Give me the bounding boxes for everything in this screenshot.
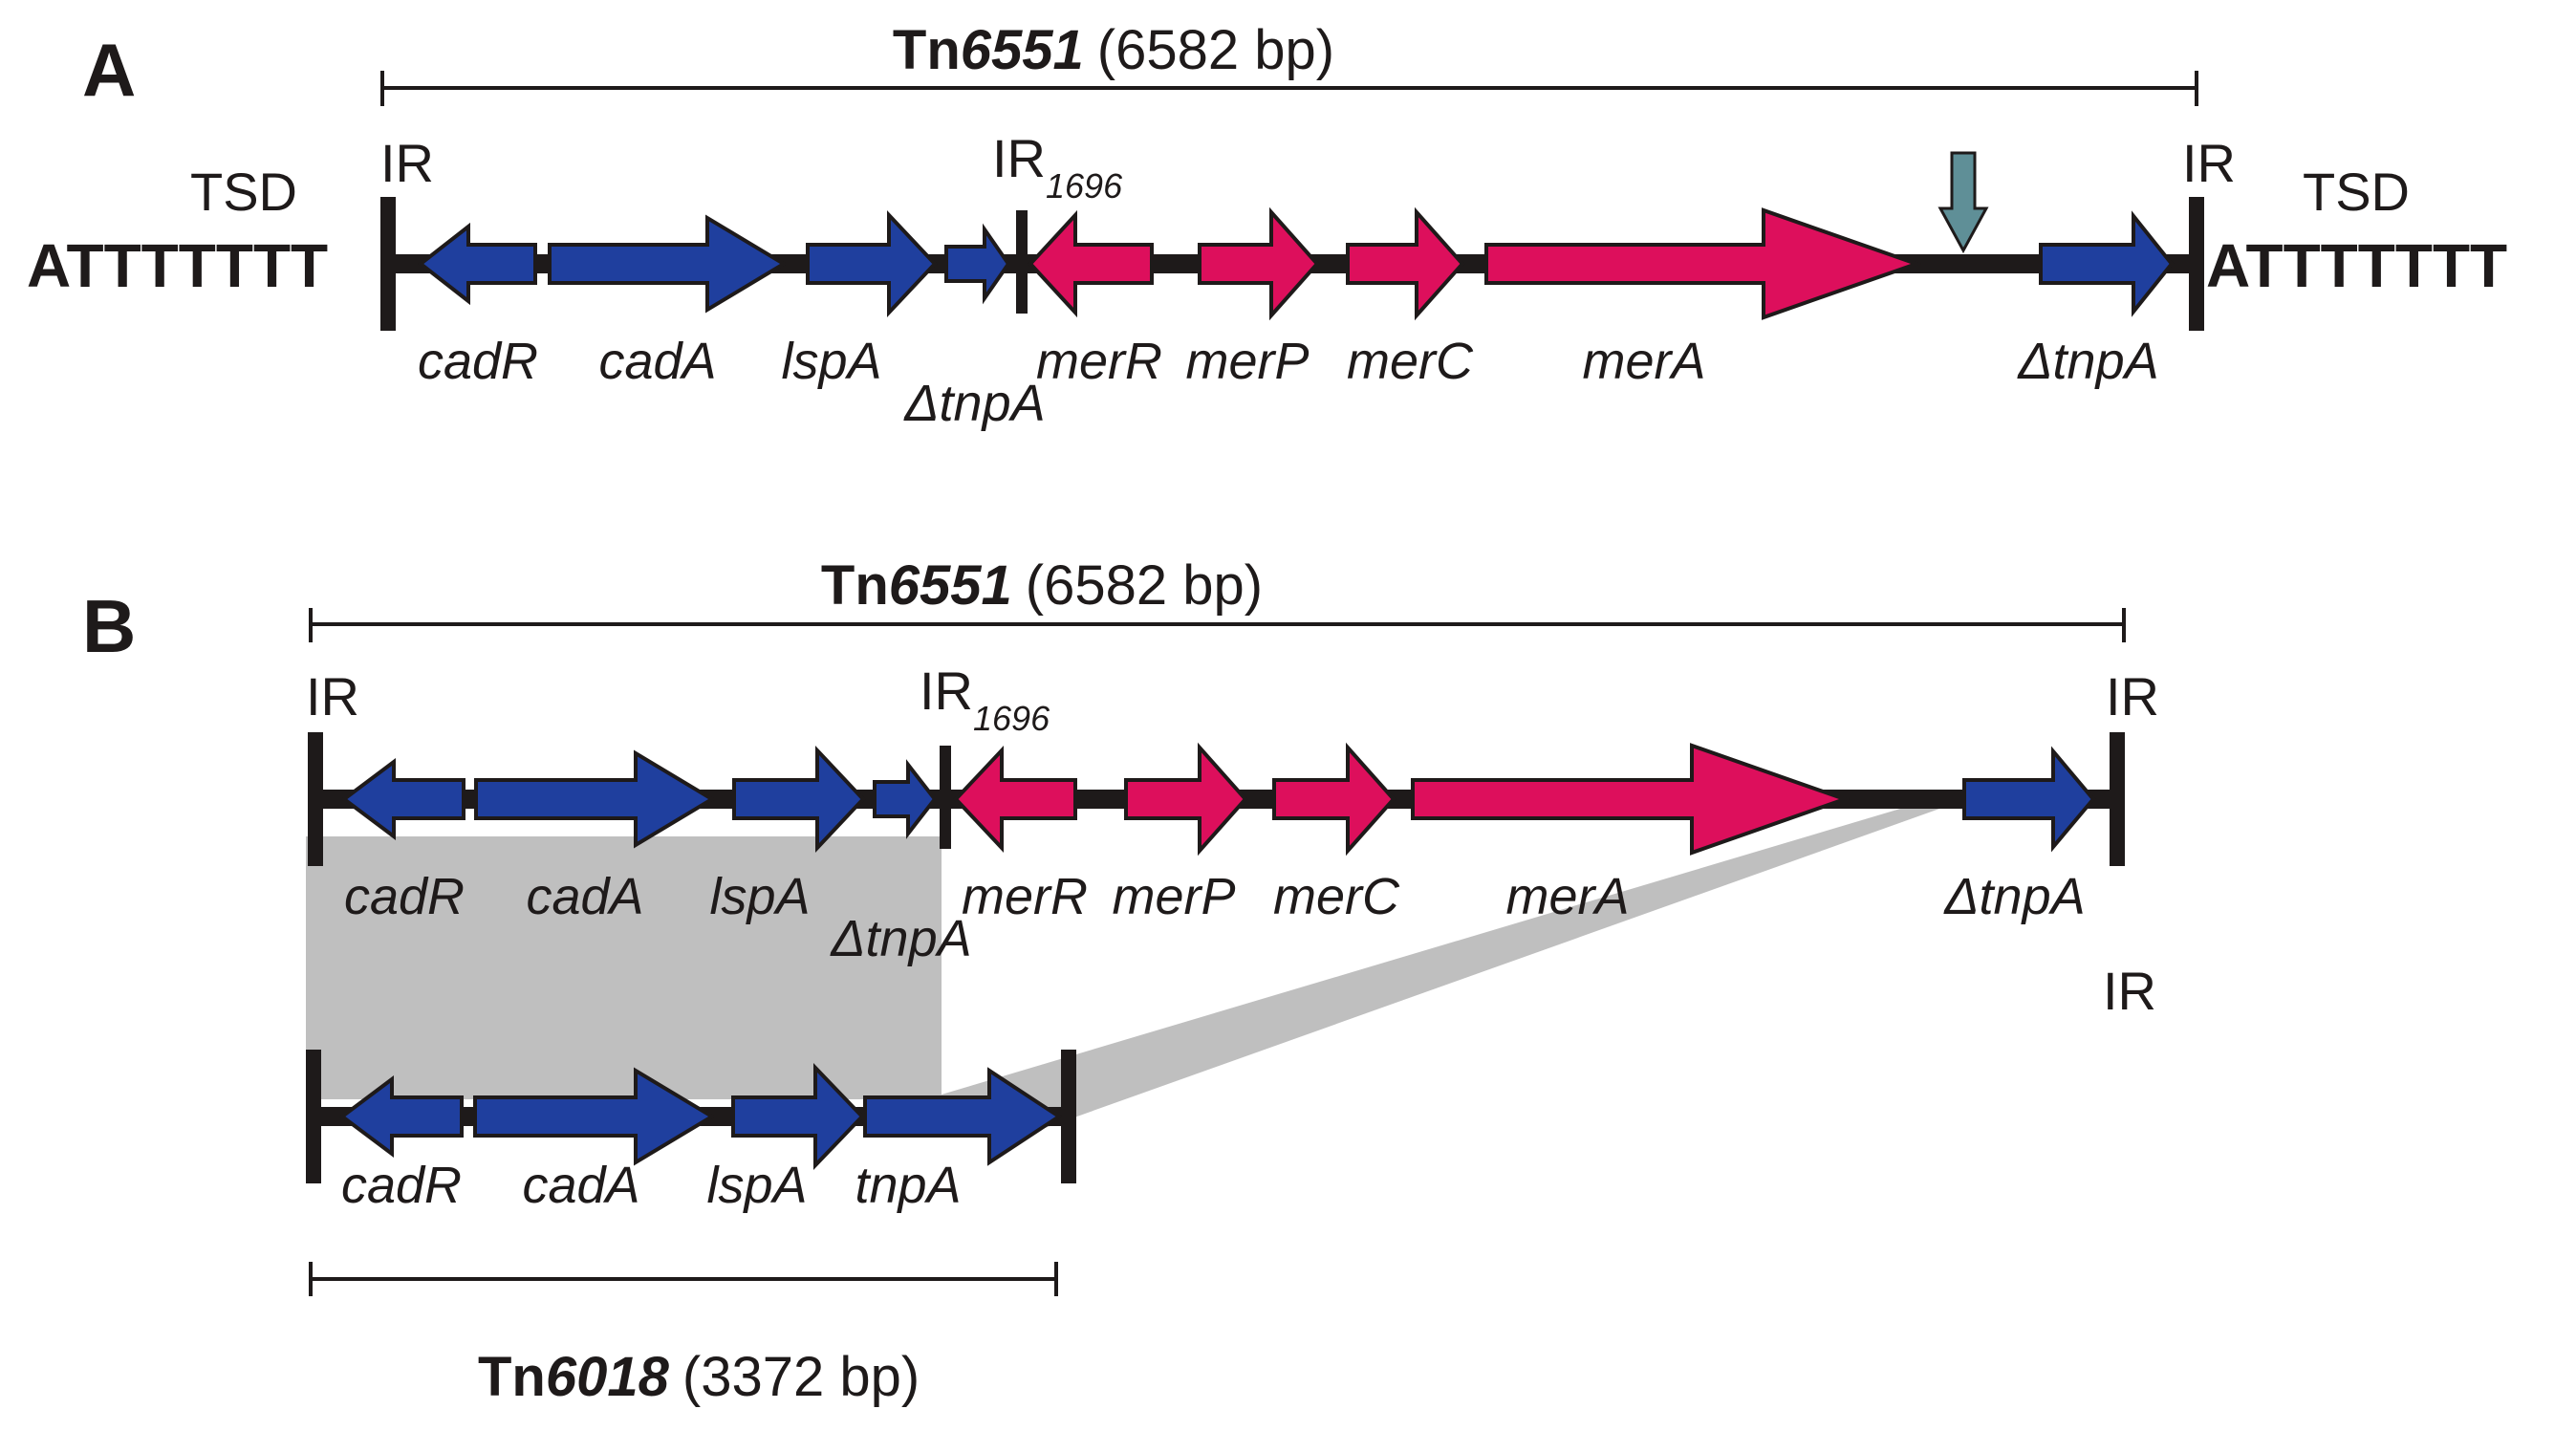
panel-a-label-merA: merA xyxy=(1582,333,1705,390)
panel-b-bottom-ir-bar-left xyxy=(306,1050,321,1183)
panel-a-gene-dtnpA-2 xyxy=(2039,210,2175,317)
panel-a-gene-merP xyxy=(1198,206,1320,321)
panel-a-gene-arrows xyxy=(417,206,2175,321)
panel-a-label-cadA: cadA xyxy=(598,333,716,390)
panel-a-length-bar xyxy=(380,71,2198,106)
panel-a-letter: A xyxy=(82,28,136,112)
panel-b-letter: B xyxy=(82,584,136,668)
panel-b-length-bar xyxy=(309,608,2126,642)
panel-b-bottom-gene-arrows xyxy=(338,1063,1063,1170)
panel-b-title: Tn6551(6582 bp) xyxy=(821,554,1263,617)
panel-a-gene-cadA xyxy=(548,214,788,314)
panel-b-top-label-merP: merP xyxy=(1112,868,1235,925)
panel-b-bottom-gene-cadA xyxy=(473,1067,716,1166)
panel-b-top-gene-merA xyxy=(1411,743,1851,856)
panel-b-top-gene-merP xyxy=(1124,742,1248,856)
homology-shade-right xyxy=(942,798,1969,1138)
panel-a-label-dtnpA-2: ΔtnpA xyxy=(2016,333,2158,390)
homology-shade-left xyxy=(306,836,942,1099)
panel-b-ir-mid: IR1696 xyxy=(920,661,1050,738)
panel-b-ir-lower-right: IR xyxy=(2103,961,2156,1021)
panel-b-top-label-merC: merC xyxy=(1273,868,1400,925)
panel-a-tsd-left-label: TSD xyxy=(190,162,297,222)
panel-b-top-gene-lspA xyxy=(732,745,866,854)
panel-b-bottom-length-bar xyxy=(309,1262,1058,1296)
panel-b: B Tn6551(6582 bp) IR IR1696 IR IR xyxy=(82,554,2159,1408)
panel-b-top-gene-merR xyxy=(953,745,1077,854)
panel-b-bottom-label-lspA: lspA xyxy=(706,1157,807,1214)
panel-b-top-ir-bar-right xyxy=(2110,732,2125,866)
panel-b-top-gene-cadA xyxy=(474,749,716,849)
panel-a-ir-right: IR xyxy=(2182,133,2236,193)
panel-b-top-gene-arrows xyxy=(340,742,2096,856)
panel-a-ir-bar-left xyxy=(380,197,396,331)
panel-b-top-label-dtnpA-1: ΔtnpA xyxy=(829,910,971,967)
panel-a-label-lspA: lspA xyxy=(781,333,881,390)
panel-a-label-merP: merP xyxy=(1185,333,1309,390)
panel-a-gene-merA xyxy=(1484,207,1923,320)
panel-b-bottom-title: Tn6018(3372 bp) xyxy=(478,1346,920,1408)
panel-b-top-gene-merC xyxy=(1272,742,1396,856)
panel-b-top-label-lspA: lspA xyxy=(709,868,810,925)
panel-b-top-ir-bar-mid xyxy=(940,746,951,849)
panel-a-tsd-left-seq: ATTTTTTT xyxy=(27,231,328,300)
panel-a-label-dtnpA-1: ΔtnpA xyxy=(902,375,1045,432)
panel-a-ir-bar-mid xyxy=(1016,210,1028,314)
panel-b-bottom-label-tnpA: tnpA xyxy=(855,1157,961,1214)
panel-b-top-ir-bar-left xyxy=(308,732,323,866)
panel-b-top-label-cadR: cadR xyxy=(344,868,465,925)
panel-b-bottom-gene-cadR xyxy=(338,1075,464,1158)
panel-a-label-merC: merC xyxy=(1347,333,1474,390)
panel-a-gene-cadR xyxy=(417,222,537,306)
panel-b-bottom-label-cadA: cadA xyxy=(522,1157,639,1214)
panel-a-tsd-right-seq: ATTTTTTT xyxy=(2206,231,2507,300)
panel-a-label-cadR: cadR xyxy=(418,333,538,390)
panel-a-label-merR: merR xyxy=(1036,333,1162,390)
panel-b-bottom-label-cadR: cadR xyxy=(341,1157,462,1214)
panel-a-gene-merC xyxy=(1346,206,1465,321)
down-arrow-icon xyxy=(1937,151,1989,254)
panel-b-top-label-dtnpA-2: ΔtnpA xyxy=(1942,868,2085,925)
panel-a-ir-mid: IR1696 xyxy=(992,128,1123,206)
panel-a-ir-left: IR xyxy=(380,133,434,193)
panel-b-top-gene-cadR xyxy=(340,758,465,840)
panel-a-title: Tn6551(6582 bp) xyxy=(893,19,1334,81)
panel-b-top-label-merR: merR xyxy=(962,868,1088,925)
panel-b-ir-left: IR xyxy=(306,666,359,726)
panel-b-top-gene-dtnpA-1 xyxy=(873,759,938,839)
panel-b-top-label-merA: merA xyxy=(1505,868,1629,925)
panel-b-bottom-ir-bar-right xyxy=(1061,1050,1076,1183)
panel-a: A Tn6551(6582 bp) TSD ATTTTTTT TSD ATTTT… xyxy=(27,19,2507,432)
panel-a-ir-bar-right xyxy=(2189,197,2204,331)
panel-a-tsd-right-label: TSD xyxy=(2303,162,2410,222)
panel-b-top-gene-dtnpA-2 xyxy=(1962,746,2096,853)
panel-a-gene-merR xyxy=(1028,209,1154,318)
panel-b-top-label-cadA: cadA xyxy=(526,868,643,925)
panel-b-bottom-gene-lspA xyxy=(731,1063,865,1170)
panel-b-ir-right: IR xyxy=(2106,666,2159,726)
panel-a-gene-lspA xyxy=(806,209,938,318)
panel-b-bottom-gene-tnpA xyxy=(863,1067,1063,1166)
panel-a-gene-dtnpA-1 xyxy=(944,223,1011,305)
